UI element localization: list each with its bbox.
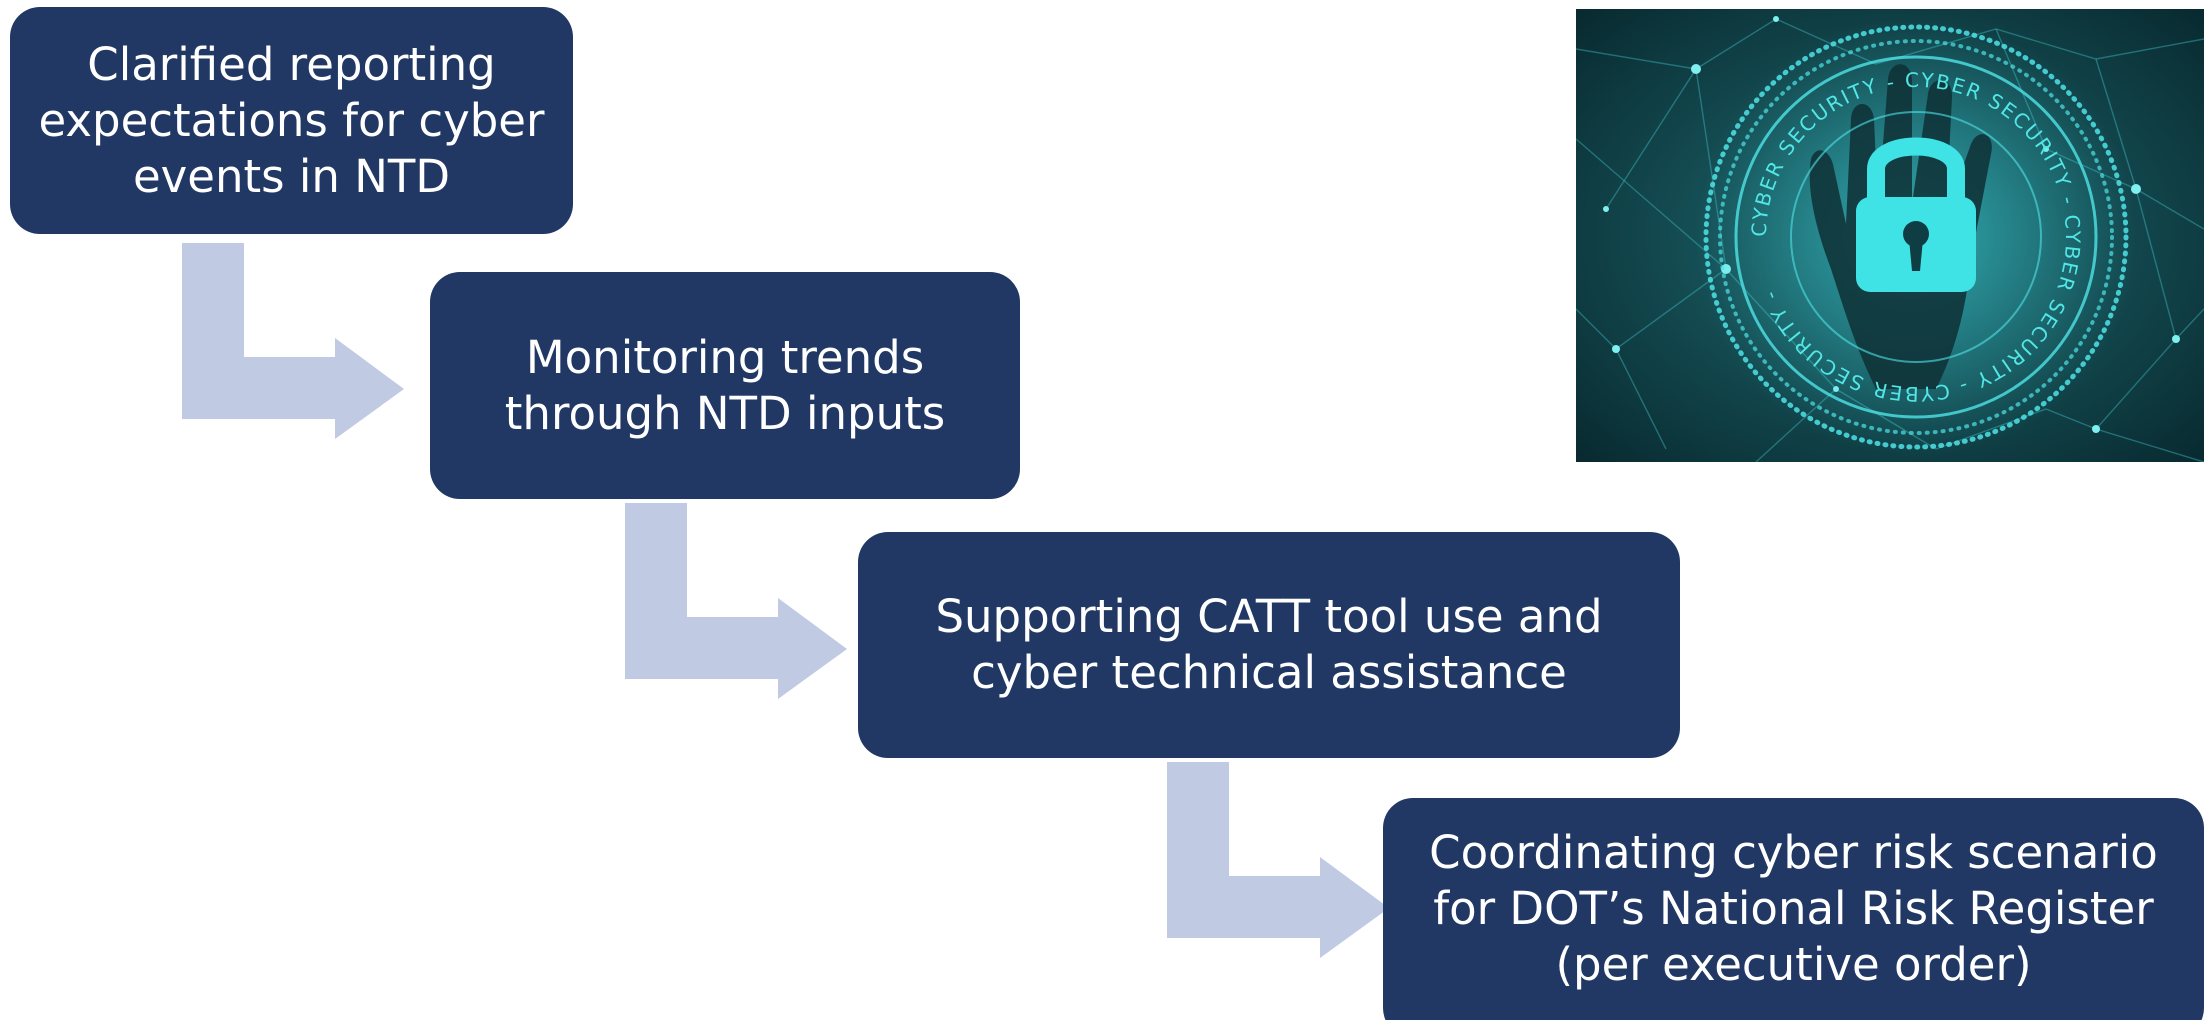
step-box-3: Supporting CATT tool use and cyber techn… (858, 532, 1680, 758)
cyber-security-photo: CYBER SECURITY - CYBER SECURITY - CYBER … (1576, 9, 2204, 462)
connector-arrow-3 (1167, 762, 1389, 958)
step-1-text: Clarified reporting expectations for cyb… (38, 37, 545, 203)
connector-arrow-1 (182, 243, 404, 439)
step-3-text: Supporting CATT tool use and cyber techn… (935, 590, 1603, 699)
step-box-1: Clarified reporting expectations for cyb… (10, 7, 573, 234)
connector-arrow-2 (625, 503, 847, 699)
step-4-text: Coordinating cyber risk scenario for DOT… (1429, 826, 2158, 991)
step-2-text: Monitoring trends through NTD inputs (504, 330, 946, 440)
step-box-2: Monitoring trends through NTD inputs (430, 272, 1020, 499)
step-box-4: Coordinating cyber risk scenario for DOT… (1383, 798, 2204, 1020)
padlock-icon (1856, 137, 1976, 292)
cyber-security-image: CYBER SECURITY - CYBER SECURITY - CYBER … (1576, 9, 2204, 462)
